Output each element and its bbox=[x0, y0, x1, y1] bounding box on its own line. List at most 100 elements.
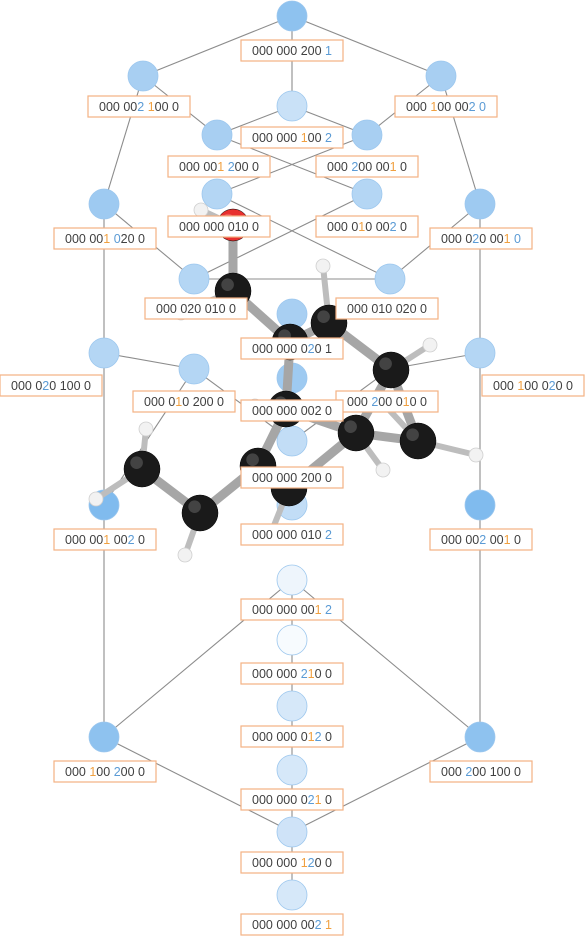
atom-highlight bbox=[379, 357, 392, 371]
state-label-text: 000 020 001 0 bbox=[441, 232, 521, 246]
state-label-text: 000 100 200 0 bbox=[65, 765, 145, 779]
label-box bbox=[240, 788, 344, 811]
state-label: 000 020 010 0 bbox=[144, 297, 248, 320]
state-label-text: 000 010 200 0 bbox=[144, 395, 224, 409]
state-label: 000 001 200 0 bbox=[167, 155, 271, 178]
label-box bbox=[240, 523, 344, 546]
state-label-text: 000 200 100 0 bbox=[441, 765, 521, 779]
hydrogen-atom bbox=[375, 462, 391, 478]
state-label: 000 100 200 0 bbox=[53, 760, 157, 783]
state-label: 000 000 020 1 bbox=[240, 337, 344, 360]
label-box bbox=[53, 528, 157, 551]
label-box bbox=[132, 390, 236, 413]
label-box bbox=[240, 725, 344, 748]
state-label: 000 100 002 0 bbox=[394, 95, 498, 118]
state-label: 000 000 210 0 bbox=[240, 662, 344, 685]
diagram-labels: 000 000 200 1 000 002 100 0 000 100 002 0 0… bbox=[0, 39, 585, 936]
label-box bbox=[167, 155, 271, 178]
state-node bbox=[351, 119, 383, 151]
state-label: 000 100 020 0 bbox=[481, 374, 585, 397]
edge-n8-n12 bbox=[216, 193, 391, 280]
state-label-text: 000 000 020 1 bbox=[252, 342, 332, 356]
state-label: 000 000 120 0 bbox=[240, 851, 344, 874]
label-box bbox=[481, 374, 585, 397]
state-label: 000 010 020 0 bbox=[335, 297, 439, 320]
state-label: 000 020 100 0 bbox=[0, 374, 103, 397]
state-node bbox=[464, 721, 496, 753]
atom-highlight bbox=[188, 500, 201, 513]
state-node bbox=[276, 690, 308, 722]
state-label-text: 000 000 200 0 bbox=[252, 471, 332, 485]
state-node bbox=[201, 178, 233, 210]
label-box bbox=[429, 528, 533, 551]
state-label-text: 000 002 100 0 bbox=[99, 100, 179, 114]
label-box bbox=[335, 297, 439, 320]
state-label-text: 000 200 001 0 bbox=[327, 160, 407, 174]
edge-n27-n29 bbox=[291, 736, 481, 833]
state-node bbox=[276, 816, 308, 848]
state-label: 000 000 001 2 bbox=[240, 598, 344, 621]
edge-n26-n29 bbox=[103, 736, 293, 833]
label-box bbox=[87, 95, 191, 118]
state-node bbox=[127, 60, 159, 92]
state-label-text: 000 000 200 1 bbox=[252, 44, 332, 58]
hydrogen-atom bbox=[193, 202, 209, 218]
state-label-text: 000 000 010 0 bbox=[179, 220, 259, 234]
state-node bbox=[276, 624, 308, 656]
state-label-text: 000 000 001 2 bbox=[252, 603, 332, 617]
label-box bbox=[0, 374, 103, 397]
state-label: 000 000 010 0 bbox=[167, 215, 271, 238]
state-label-text: 000 001 002 0 bbox=[65, 533, 145, 547]
state-label-text: 000 000 021 0 bbox=[252, 793, 332, 807]
state-label-text: 000 000 012 0 bbox=[252, 730, 332, 744]
state-label: 000 000 012 0 bbox=[240, 725, 344, 748]
state-node bbox=[276, 90, 308, 122]
label-box bbox=[240, 913, 344, 936]
state-node bbox=[464, 337, 496, 369]
state-label-text: 000 000 100 2 bbox=[252, 131, 332, 145]
edge-n2-n7 bbox=[103, 75, 144, 205]
atom-highlight bbox=[221, 278, 234, 292]
label-box bbox=[394, 95, 498, 118]
label-box bbox=[240, 399, 344, 422]
state-label-text: 000 200 010 0 bbox=[347, 395, 427, 409]
label-box bbox=[240, 39, 344, 62]
state-node bbox=[351, 178, 383, 210]
state-label-text: 000 000 120 0 bbox=[252, 856, 332, 870]
atom-highlight bbox=[130, 456, 143, 470]
state-label: 000 002 100 0 bbox=[87, 95, 191, 118]
state-label: 000 200 100 0 bbox=[429, 760, 533, 783]
state-node bbox=[425, 60, 457, 92]
state-label-text: 000 000 002 0 bbox=[252, 404, 332, 418]
state-node bbox=[201, 119, 233, 151]
state-label: 000 000 200 0 bbox=[240, 466, 344, 489]
label-box bbox=[144, 297, 248, 320]
state-node bbox=[88, 188, 120, 220]
edge-n9-n11 bbox=[193, 193, 368, 280]
edge-n3-n10 bbox=[440, 75, 481, 205]
state-label: 000 010 002 0 bbox=[315, 215, 419, 238]
state-label: 000 001 020 0 bbox=[53, 227, 157, 250]
state-label-text: 000 020 010 0 bbox=[156, 302, 236, 316]
state-label: 000 010 200 0 bbox=[132, 390, 236, 413]
state-node bbox=[464, 188, 496, 220]
label-box bbox=[240, 662, 344, 685]
atom-highlight bbox=[317, 310, 330, 324]
hydrogen-atom bbox=[422, 337, 438, 353]
state-label-text: 000 010 002 0 bbox=[327, 220, 407, 234]
label-box bbox=[240, 598, 344, 621]
state-label-text: 000 001 020 0 bbox=[65, 232, 145, 246]
label-box bbox=[167, 215, 271, 238]
label-box bbox=[315, 215, 419, 238]
state-label: 000 000 200 1 bbox=[240, 39, 344, 62]
state-label-text: 000 010 020 0 bbox=[347, 302, 427, 316]
state-node bbox=[374, 263, 406, 295]
label-box bbox=[53, 760, 157, 783]
state-label: 000 200 001 0 bbox=[315, 155, 419, 178]
state-label-text: 000 020 100 0 bbox=[11, 379, 91, 393]
state-label: 000 001 002 0 bbox=[53, 528, 157, 551]
label-box bbox=[53, 227, 157, 250]
state-label-text: 000 002 001 0 bbox=[441, 533, 521, 547]
state-node bbox=[276, 754, 308, 786]
